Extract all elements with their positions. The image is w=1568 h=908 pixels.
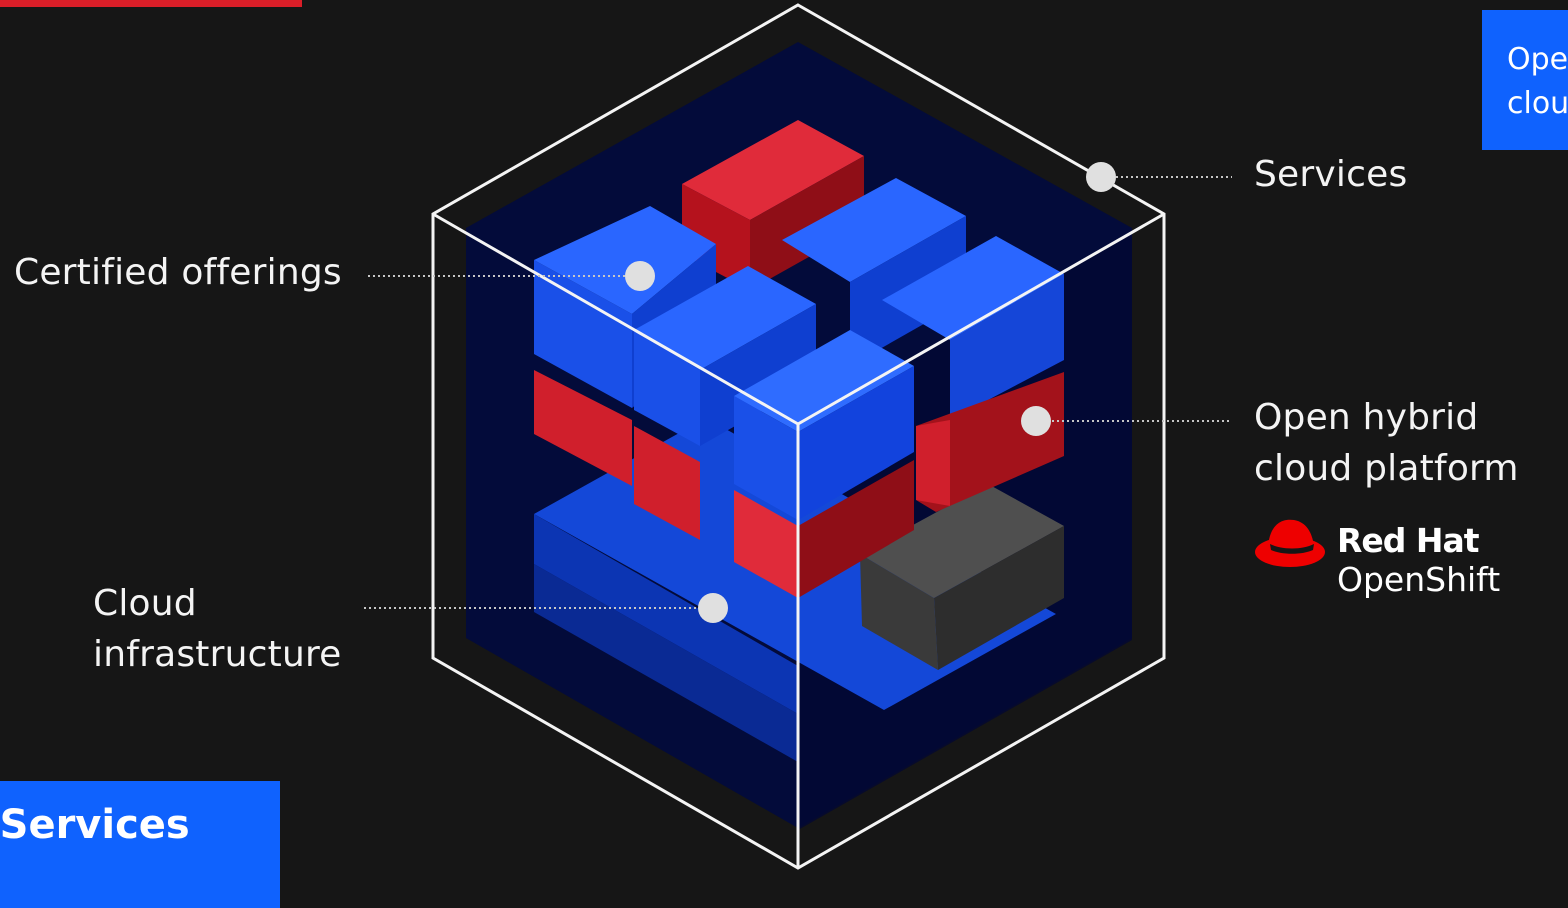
stack-d-top <box>634 266 816 370</box>
open-hybrid-line-2: cloud platform <box>1254 448 1519 489</box>
open-hybrid-line-1: Open hybrid <box>1254 397 1479 438</box>
red-hat-fedora-icon <box>1255 519 1325 567</box>
stack-e-front-left <box>734 396 798 520</box>
stack-e-red-left <box>734 490 798 598</box>
bottom-left-card-text: l Services <box>0 802 190 848</box>
top-right-card-line-1: Ope <box>1507 42 1568 77</box>
stack-c-top <box>882 236 1064 340</box>
dot-certified <box>625 261 655 291</box>
certified-offerings-label-text: Certified offerings <box>14 252 342 293</box>
red-accent-bar <box>0 0 302 7</box>
red-top-block-left <box>682 184 750 290</box>
top-right-blue-card[interactable]: Ope clou <box>1482 10 1568 150</box>
red-top-block-right <box>750 156 864 290</box>
stack-c-front <box>950 274 1064 420</box>
stack-d-red <box>634 426 700 540</box>
stack-e-front-right <box>798 366 914 520</box>
red-hat-wordmark: Red Hat <box>1337 521 1480 560</box>
stack-c-red <box>916 372 1064 512</box>
red-hat-openshift-logo: Red Hat OpenShift <box>1254 514 1554 608</box>
stack-a-top <box>534 206 716 314</box>
stack-a-red <box>534 370 632 486</box>
dot-hybrid <box>1021 406 1051 436</box>
open-hybrid-cloud-platform-label: Open hybrid cloud platform <box>1254 392 1519 494</box>
stack-d-front <box>634 330 700 446</box>
leader-lines <box>364 176 1232 609</box>
services-label-text: Services <box>1254 154 1408 195</box>
dot-cloud <box>698 593 728 623</box>
stack-d-side <box>700 304 816 446</box>
stack-e-red-right <box>798 460 914 598</box>
stack-b-top <box>782 178 966 282</box>
top-right-card-line-2: clou <box>1507 86 1568 121</box>
certified-offerings-label: Certified offerings <box>14 247 342 298</box>
gray-block-front <box>934 526 1064 670</box>
infrastructure-slab-lower <box>534 564 798 762</box>
dot-services <box>1086 162 1116 192</box>
cloud-infrastructure-label: Cloud infrastructure <box>93 578 342 680</box>
bottom-left-blue-card[interactable]: l Services <box>0 781 280 908</box>
gray-block-top <box>860 484 1064 598</box>
cloud-infra-line-1: Cloud <box>93 583 197 624</box>
gray-block-side <box>860 554 938 670</box>
stack-e-top <box>734 330 914 432</box>
services-label: Services <box>1254 149 1407 200</box>
cloud-infra-line-2: infrastructure <box>93 634 342 675</box>
top-right-card-text: Ope clou <box>1507 38 1568 126</box>
cube-wireframe <box>431 3 1166 870</box>
infrastructure-slab-left <box>534 514 798 714</box>
stack-a-blue-front <box>534 260 632 408</box>
openshift-wordmark: OpenShift <box>1337 560 1501 599</box>
red-top-block-top <box>682 120 864 220</box>
stack-c-red-front <box>916 420 950 506</box>
callout-dots <box>625 162 1116 623</box>
